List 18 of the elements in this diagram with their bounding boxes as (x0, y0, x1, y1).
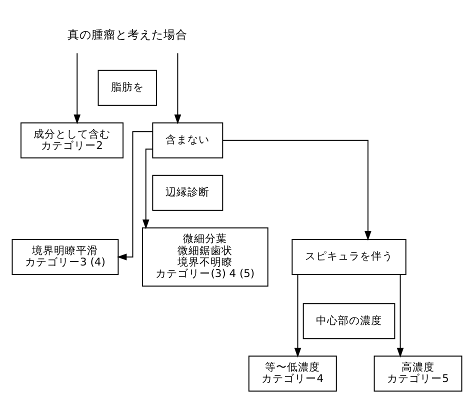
arrow (74, 52, 81, 124)
arrow (116, 130, 154, 260)
node-text: 真の腫瘤と考えた場合 (67, 26, 188, 41)
arrow (174, 52, 182, 124)
node-box: 等〜低濃度 カテゴリー4 (248, 355, 337, 392)
node-box: 脂肪を (98, 69, 158, 106)
node-box: 微細分葉 微細鋸歯状 境界不明瞭 カテゴリー(3) 4 (5) (142, 226, 268, 286)
node-box: 成分として含む カテゴリー2 (20, 122, 124, 158)
node-box: 高濃度 カテゴリー5 (374, 355, 462, 392)
arrow (294, 274, 302, 358)
node-box: スピキュラを伴う (292, 238, 406, 274)
arrow (396, 274, 404, 358)
arrow (222, 139, 372, 240)
node-box: 境界明瞭平滑 カテゴリー3 (4) (12, 238, 119, 274)
node-box: 含まない (152, 122, 224, 158)
arrow (142, 148, 153, 229)
node-box: 辺縁診断 (152, 174, 224, 210)
node-box: 中心部の濃度 (302, 302, 396, 339)
